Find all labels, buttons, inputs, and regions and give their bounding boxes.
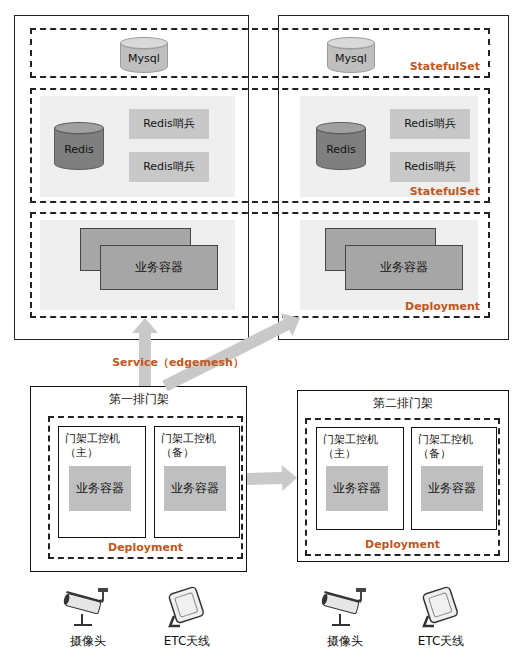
node-text: 第一排门架 xyxy=(31,392,246,406)
camera-icon xyxy=(321,588,366,625)
container-box: 业务容器 xyxy=(326,466,388,511)
container-box: 业务容器 xyxy=(345,245,463,290)
node-text: Mysql xyxy=(327,37,375,73)
sentinel-box: Redis哨兵 xyxy=(129,152,209,182)
node-text: Redis xyxy=(316,122,366,170)
node-text: 业务容器 xyxy=(333,481,381,496)
cylinder-top xyxy=(121,38,168,49)
container-box: 业务容器 xyxy=(100,245,218,290)
industrial-pc: 门架工控机 （备） 业务容器 xyxy=(411,427,497,530)
cylinder-top xyxy=(317,123,366,134)
cylinder-top xyxy=(55,123,104,134)
service-arrow xyxy=(162,313,300,391)
device-label: 摄像头 xyxy=(327,633,363,650)
sentinel-box: Redis哨兵 xyxy=(129,109,209,139)
service-arrow xyxy=(247,465,297,491)
device-label: ETC天线 xyxy=(418,633,465,650)
node-text: Redis哨兵 xyxy=(404,117,456,131)
node-text: Deployment xyxy=(50,541,241,555)
deployment-band: Deployment 门架工控机 （主） 业务容器 门架工控机 （备） 业务容器 xyxy=(48,416,243,559)
deployment-band: Deployment 业务容器 业务容器 xyxy=(30,212,490,318)
node-text: StatefulSet xyxy=(410,185,480,199)
industrial-pc: 门架工控机 （备） 业务容器 xyxy=(154,426,240,538)
deployment-band: Deployment 门架工控机 （主） 业务容器 门架工控机 （备） 业务容器 xyxy=(305,418,500,556)
node-text: Redis xyxy=(54,122,104,170)
node-text: 第二排门架 xyxy=(298,396,508,410)
pod-panel xyxy=(40,220,235,310)
node-text: Redis哨兵 xyxy=(404,160,456,174)
database-cylinder: Mysql xyxy=(327,37,375,73)
industrial-pc: 门架工控机 （主） 业务容器 xyxy=(58,426,146,538)
statefulset-band: StatefulSet Mysql Mysql xyxy=(30,28,490,78)
node-text: Deployment xyxy=(405,300,480,314)
database-cylinder: Mysql xyxy=(120,37,168,73)
industrial-pc: 门架工控机 （主） 业务容器 xyxy=(316,427,404,530)
node-text: Redis哨兵 xyxy=(143,117,195,131)
node-text: 业务容器 xyxy=(428,481,476,496)
node-text: StatefulSet xyxy=(410,60,480,74)
service-label: Service（edgemesh） xyxy=(112,355,244,370)
service-arrow xyxy=(132,318,158,386)
node-text: 业务容器 xyxy=(135,260,183,275)
cache-cylinder: Redis xyxy=(54,122,104,170)
pod-panel xyxy=(300,220,478,310)
node-text: 业务容器 xyxy=(380,260,428,275)
container-box: 业务容器 xyxy=(421,466,483,511)
statefulset-band: StatefulSetRedisRedis哨兵Redis哨兵RedisRedis… xyxy=(30,88,490,203)
camera-icon xyxy=(63,588,108,625)
device-label: 摄像头 xyxy=(70,633,106,650)
cache-cylinder: Redis xyxy=(316,122,366,170)
pod-panel xyxy=(300,96,478,197)
node-text: 门架工控机 （主） xyxy=(323,433,400,461)
device-label: ETC天线 xyxy=(164,633,211,650)
pod-panel xyxy=(40,96,235,197)
node-text: 业务容器 xyxy=(76,481,124,496)
node-text: 门架工控机 （备） xyxy=(418,433,493,461)
gantry-group: 第二排门架 Deployment 门架工控机 （主） 业务容器 门架工控机 （备） 业务容… xyxy=(297,390,509,562)
node-text: 门架工控机 （主） xyxy=(65,432,142,460)
sentinel-box: Redis哨兵 xyxy=(390,152,470,182)
node-text: 门架工控机 （备） xyxy=(161,432,236,460)
container-box: 业务容器 xyxy=(69,466,131,511)
node-text: Deployment xyxy=(307,538,498,552)
cylinder-top xyxy=(328,38,375,49)
node-text: 业务容器 xyxy=(171,481,219,496)
container-box: 业务容器 xyxy=(164,466,226,511)
gantry-group: 第一排门架 Deployment 门架工控机 （主） 业务容器 门架工控机 （备） 业务容… xyxy=(30,386,247,572)
antenna-icon xyxy=(168,586,204,626)
cluster-frame xyxy=(279,16,509,340)
node-text: Mysql xyxy=(120,37,168,73)
cluster-frame xyxy=(15,16,249,340)
sentinel-box: Redis哨兵 xyxy=(390,109,470,139)
node-text: Redis哨兵 xyxy=(143,160,195,174)
antenna-icon xyxy=(422,586,458,626)
